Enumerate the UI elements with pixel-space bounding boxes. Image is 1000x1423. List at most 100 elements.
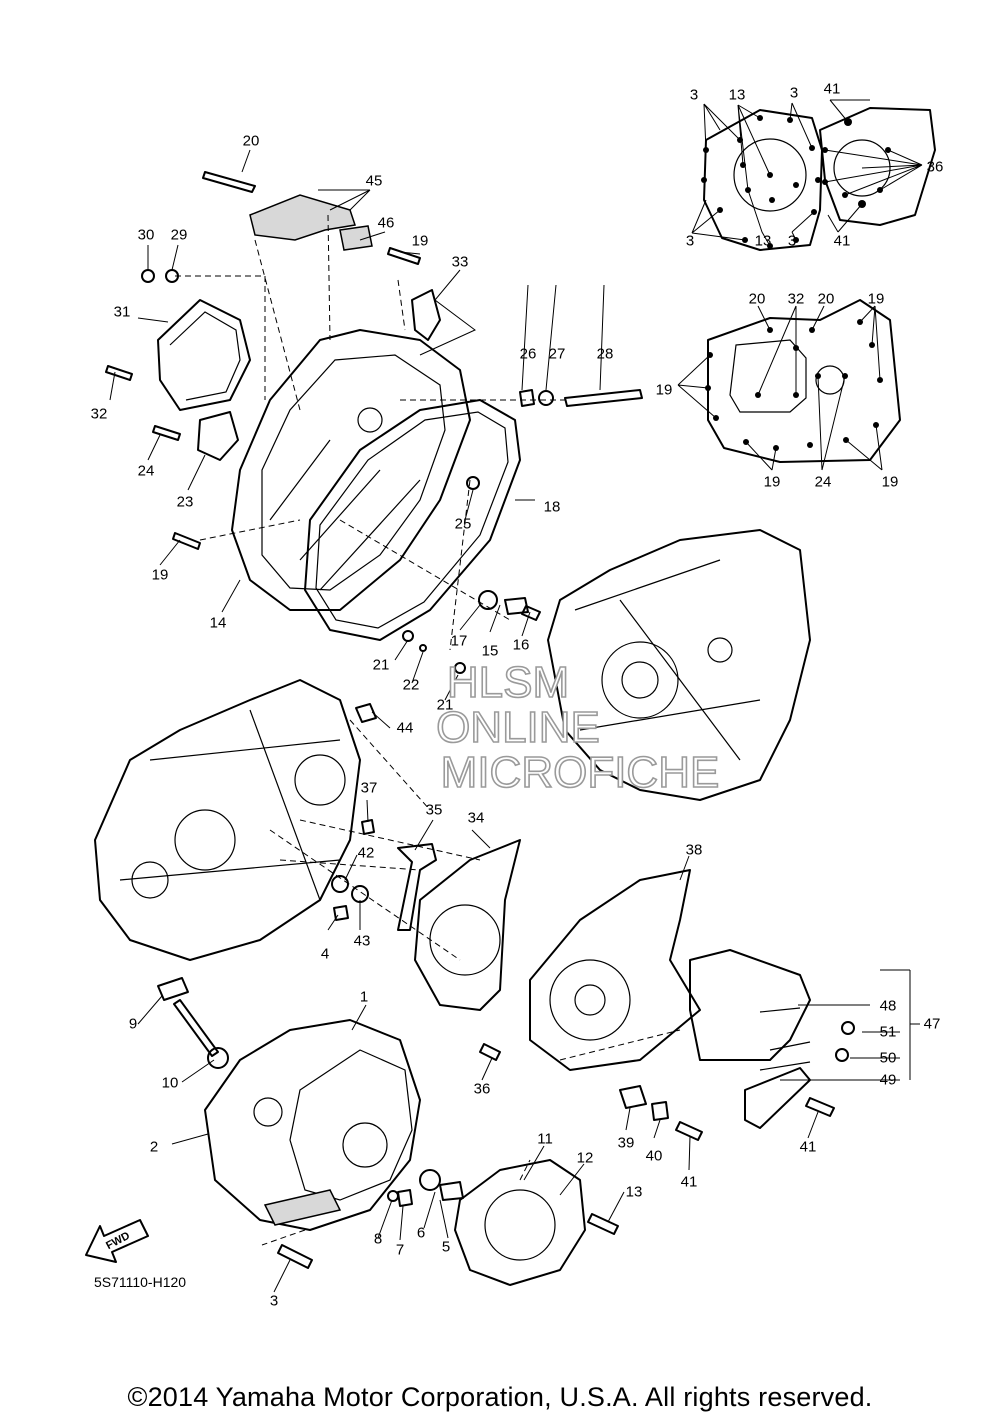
callout-21: 21 — [436, 696, 454, 714]
bolt-pattern-cover-c — [705, 299, 901, 463]
callout-11: 11 — [537, 1130, 553, 1148]
callout-37: 37 — [360, 779, 378, 797]
callout-34: 34 — [467, 809, 485, 827]
bracket-33 — [411, 289, 441, 341]
leaders-general — [109, 149, 819, 1293]
crankcase-cover-14 — [231, 329, 471, 611]
callout-32: 32 — [787, 290, 805, 308]
callout-28: 28 — [596, 345, 614, 363]
callout-44: 44 — [396, 719, 414, 737]
callout-42: 42 — [357, 844, 375, 862]
callout-29: 29 — [170, 226, 188, 244]
callout-16: 16 — [512, 636, 530, 654]
callout-24: 24 — [137, 462, 155, 480]
callout-19: 19 — [763, 473, 781, 491]
callout-3: 3 — [789, 84, 799, 102]
callout-20: 20 — [817, 290, 835, 308]
callout-4: 4 — [320, 945, 330, 963]
callout-46: 46 — [377, 214, 395, 232]
fwd-arrow-icon — [85, 1219, 149, 1263]
callout-30: 30 — [137, 226, 155, 244]
callout-3: 3 — [787, 232, 797, 250]
shaft-28 — [519, 389, 643, 407]
assembly-lines-upper — [175, 214, 565, 651]
callout-49: 49 — [879, 1071, 897, 1089]
callout-20: 20 — [242, 132, 260, 150]
callout-19: 19 — [655, 381, 673, 399]
callout-32: 32 — [90, 405, 108, 423]
callout-31: 31 — [113, 303, 131, 321]
small-parts-upper — [105, 171, 541, 674]
callout-14: 14 — [209, 614, 227, 632]
crankcase-right — [547, 529, 811, 801]
callout-7: 7 — [395, 1241, 405, 1259]
cover-11 — [454, 1159, 586, 1286]
exploded-crankcase-diagram — [85, 99, 936, 1293]
callout-26: 26 — [519, 345, 537, 363]
small-parts-middle — [331, 703, 437, 931]
callout-36: 36 — [473, 1080, 491, 1098]
callout-21: 21 — [372, 656, 390, 674]
callout-8: 8 — [373, 1230, 383, 1248]
watermark-line-2: ONLINE — [435, 702, 600, 753]
callout-3: 3 — [685, 232, 695, 250]
callout-48: 48 — [879, 997, 897, 1015]
callout-40: 40 — [645, 1147, 663, 1165]
heat-shield-45 — [249, 194, 373, 251]
callout-10: 10 — [161, 1074, 179, 1092]
shield-47 — [689, 949, 855, 1129]
leaders-mid-pattern — [677, 305, 883, 471]
small-parts-lower-right — [479, 1043, 835, 1141]
callout-27: 27 — [548, 345, 566, 363]
callout-3: 3 — [689, 86, 699, 104]
callout-43: 43 — [353, 932, 371, 950]
callout-9: 9 — [128, 1015, 138, 1033]
callout-41: 41 — [680, 1173, 698, 1191]
callout-35: 35 — [425, 801, 443, 819]
callout-13: 13 — [625, 1183, 643, 1201]
drawing-code: 5S71110-H120 — [93, 1274, 187, 1290]
callout-41: 41 — [823, 80, 841, 98]
callout-33: 33 — [451, 253, 469, 271]
callout-12: 12 — [576, 1149, 594, 1167]
callout-50: 50 — [879, 1049, 897, 1067]
callout-2: 2 — [149, 1138, 159, 1156]
leaders-bracket-47 — [780, 969, 920, 1081]
cover-31 — [157, 299, 251, 411]
dipstick-9 — [157, 977, 229, 1069]
cover-38 — [529, 869, 701, 1071]
assembly-lines-middle — [269, 719, 481, 961]
callout-15: 15 — [481, 642, 499, 660]
callout-18: 18 — [543, 498, 561, 516]
callout-19: 19 — [881, 473, 899, 491]
cover-34 — [414, 839, 521, 1011]
callout-22: 22 — [402, 676, 420, 694]
assembly-lines-lower — [261, 1029, 681, 1246]
copyright-notice: ©2014 Yamaha Motor Corporation, U.S.A. A… — [127, 1382, 873, 1412]
callout-3: 3 — [269, 1292, 279, 1310]
callout-5: 5 — [441, 1238, 451, 1256]
crankcase-cover-1 — [204, 1019, 421, 1231]
callout-47: 47 — [923, 1015, 941, 1033]
callout-19: 19 — [151, 566, 169, 584]
callout-20: 20 — [748, 290, 766, 308]
callout-38: 38 — [685, 841, 703, 859]
callout-36: 36 — [926, 158, 944, 176]
callout-24: 24 — [814, 473, 832, 491]
gasket-18 — [304, 399, 521, 641]
callout-23: 23 — [176, 493, 194, 511]
callout-13: 13 — [728, 86, 746, 104]
callout-19: 19 — [411, 232, 429, 250]
leaders-top-pattern — [691, 99, 923, 247]
callout-13: 13 — [754, 232, 772, 250]
callout-41: 41 — [799, 1138, 817, 1156]
callout-45: 45 — [365, 172, 383, 190]
callout-6: 6 — [416, 1224, 426, 1242]
watermark-line-1: HLSM — [446, 657, 570, 708]
watermark-line-3: MICROFICHE — [440, 747, 720, 798]
callout-25: 25 — [454, 515, 472, 533]
callout-39: 39 — [617, 1134, 635, 1152]
callout-41: 41 — [833, 232, 851, 250]
callout-1: 1 — [359, 988, 369, 1006]
